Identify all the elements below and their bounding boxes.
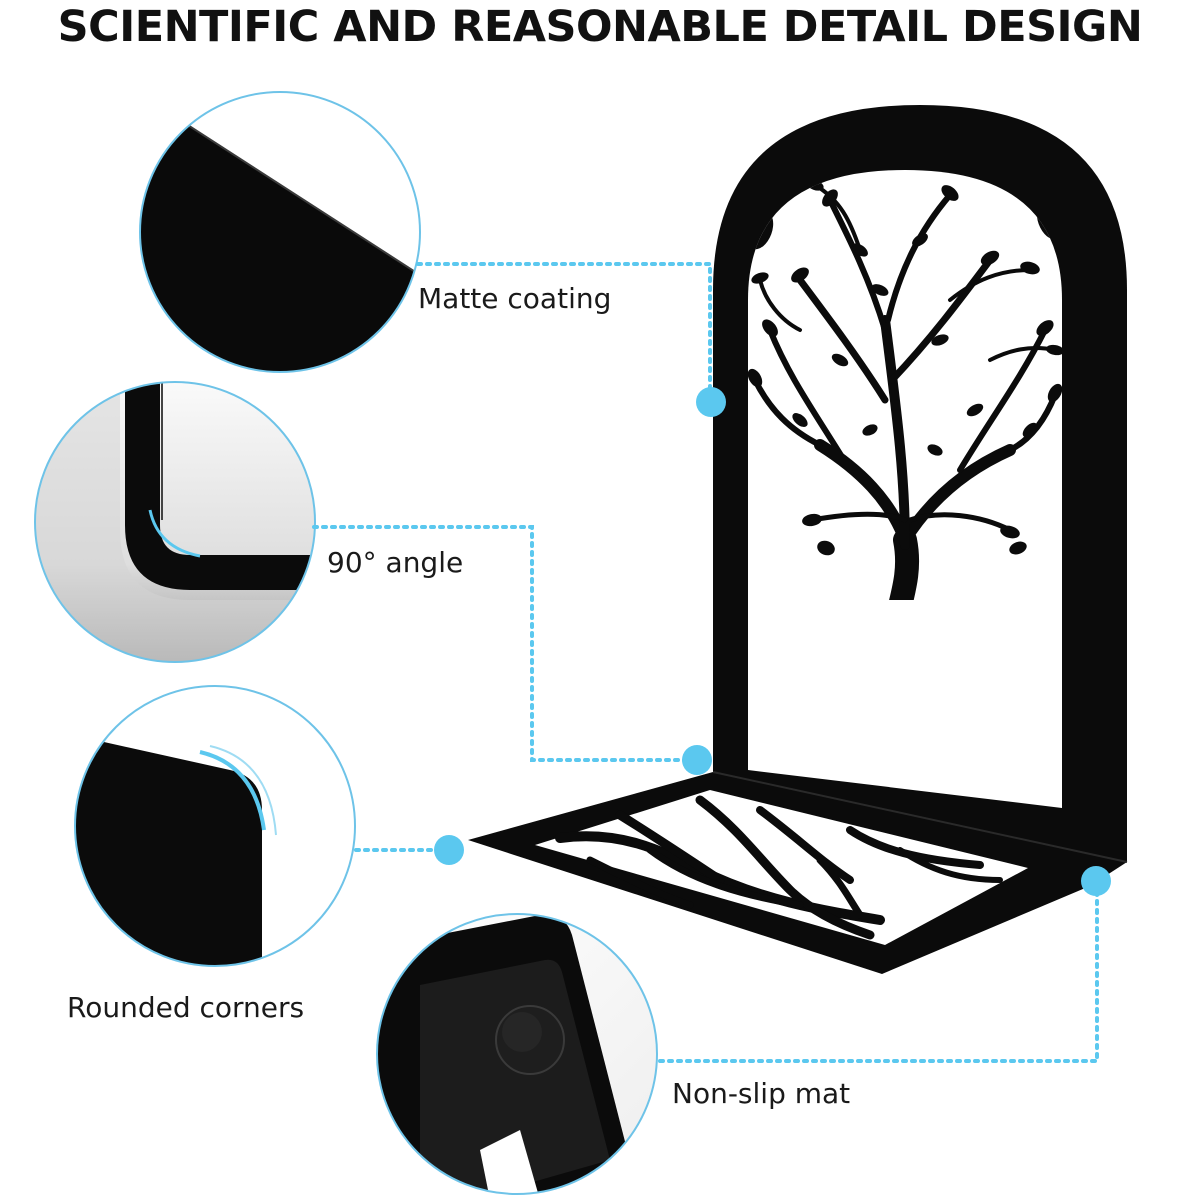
- tree-of-life-cutout: [748, 179, 1062, 600]
- branch-cutout-base: [555, 795, 1003, 940]
- marker-dots: [434, 387, 1111, 896]
- label-matte-coating: Matte coating: [418, 282, 612, 315]
- leader-lines: [312, 262, 1099, 1063]
- label-rounded-corners: Rounded corners: [67, 991, 305, 1024]
- bookend-upright-panel: [713, 105, 1127, 862]
- label-90-angle: 90° angle: [327, 546, 464, 579]
- page-title: SCIENTIFIC AND REASONABLE DETAIL DESIGN: [57, 2, 1143, 52]
- detail-circle-rounded-corners: [74, 685, 356, 967]
- detail-circle-90-angle: [34, 381, 316, 663]
- detail-circle-non-slip-mat: [376, 913, 658, 1195]
- detail-circle-matte-coating: [139, 91, 421, 373]
- label-non-slip-mat: Non-slip mat: [672, 1077, 851, 1110]
- bookend-base-plate: [468, 771, 1128, 974]
